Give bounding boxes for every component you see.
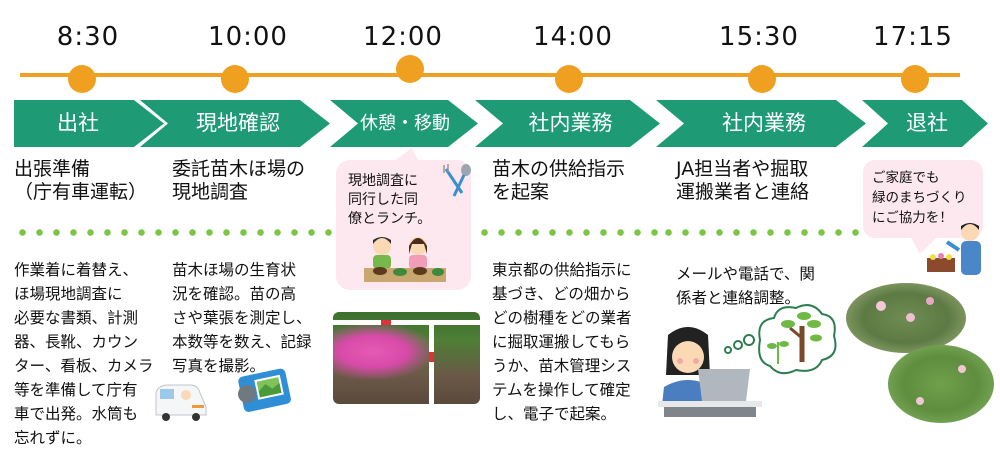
worker-laptop-illustration: [658, 327, 762, 417]
shrub-photo-1: [846, 283, 966, 353]
lunch-bubble-text: 現地調査に 同行した同 僚とランチ。: [348, 173, 432, 227]
time-label-1000: 10:00: [208, 22, 288, 52]
detail-supply-instruction: 東京都の供給指示に 基づき、どの畑から どの樹種をどの業者 に掘取運搬してもら …: [492, 261, 632, 423]
phase-chevron-site-check: 現地確認: [140, 100, 330, 147]
phase-chevron-arrival: 出社: [14, 100, 164, 147]
time-label-1200: 12:00: [363, 22, 443, 52]
phase-label: 出社: [57, 111, 99, 135]
azalea-photo: [333, 312, 480, 404]
camera-icon: [237, 368, 291, 412]
dotted-separator: [476, 229, 666, 236]
timeline-dot-1715: [901, 65, 929, 93]
time-label-1530: 15:30: [719, 22, 799, 52]
phase-chevron-office-1: 社内業務: [475, 100, 660, 147]
detail-site-survey: 苗木ほ場の生育状 況を確認。苗の高 さや葉張を測定し、 本数等を数え、記録 写真…: [172, 261, 312, 375]
timeline-dot-1400: [555, 65, 583, 93]
phase-label: 休憩・移動: [360, 113, 450, 134]
dotted-separator: [14, 229, 336, 236]
tree-thought-icon: [724, 304, 837, 375]
timeline-dot-0830: [68, 65, 96, 93]
leave-bubble-tail: [910, 236, 938, 254]
timeline-dot-1530: [748, 65, 776, 93]
heading-trip-prep: 出張準備 （庁有車運転）: [14, 158, 148, 203]
heading-site-survey: 委託苗木ほ場の 現地調査: [172, 158, 306, 203]
phase-label: 社内業務: [722, 111, 806, 135]
time-label-1400: 14:00: [533, 22, 613, 52]
timeline-dot-1000: [221, 65, 249, 93]
phase-chevron-break: 休憩・移動: [330, 100, 478, 147]
lunch-bubble-tail: [390, 148, 420, 164]
heading-ja-contact: JA担当者や掘取 運搬業者と連絡: [676, 158, 810, 203]
phase-label: 退社: [906, 111, 948, 135]
timeline-dot-1200: [396, 55, 424, 83]
phase-label: 社内業務: [528, 111, 613, 135]
time-label-1715: 17:15: [873, 22, 953, 52]
phase-chevron-leave: 退社: [862, 100, 988, 147]
car-icon: [155, 384, 207, 421]
detail-trip-prep: 作業着に着替え、 ほ場現地調査に 必要な書類、計測 器、長靴、カウン ター、看板…: [14, 261, 154, 447]
gardener-illustration: [927, 223, 981, 275]
phase-chevron-office-2: 社内業務: [656, 100, 866, 147]
shrub-photo-2: [888, 345, 994, 423]
time-label-0830: 8:30: [56, 22, 120, 52]
phase-label: 現地確認: [196, 111, 280, 135]
dotted-separator: [660, 229, 865, 236]
leave-bubble-text: ご家庭でも 緑のまちづくり にご協力を！: [872, 170, 967, 226]
lunch-illustration: [360, 234, 450, 284]
detail-contact: メールや電話で、関 係者と連絡調整。: [676, 265, 815, 307]
fork-spoon-icon: [443, 164, 471, 197]
timeline-line: [20, 73, 960, 77]
heading-supply-instruction: 苗木の供給指示 を起案: [492, 158, 626, 203]
